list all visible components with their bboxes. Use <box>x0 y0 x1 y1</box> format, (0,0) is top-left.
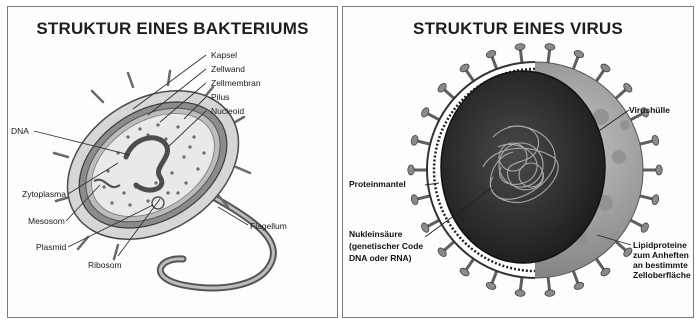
bacterium-panel: STRUKTUR EINES BAKTERIUMS <box>7 6 338 318</box>
label-lipidproteine-line3: an bestimmte <box>633 260 688 270</box>
label-nukleinsaeure: Nukleinsäure <box>349 229 403 239</box>
spike-head <box>420 222 430 234</box>
label-nukleinsaeure-line2: (genetischer Code <box>349 241 423 251</box>
spike-head <box>640 222 650 234</box>
spike-head <box>485 281 497 291</box>
spike-head <box>651 135 660 146</box>
spike-head <box>420 106 430 118</box>
label-lipidproteine-line2: zum Anheften <box>633 250 689 260</box>
label-proteinmantel: Proteinmantel <box>349 179 406 189</box>
label-flagellum: Flagellum <box>250 221 287 231</box>
label-pilus: Pilus <box>211 92 229 102</box>
spike-head <box>515 43 526 51</box>
virus-diagram: Virushülle Proteinmantel Nukleinsäure (g… <box>343 7 694 318</box>
label-virushuelle: Virushülle <box>629 105 670 115</box>
label-plasmid: Plasmid <box>36 242 67 252</box>
label-kapsel: Kapsel <box>211 50 237 60</box>
virus-panel: STRUKTUR EINES VIRUS <box>342 6 694 318</box>
spike-head <box>408 165 414 175</box>
spike-head <box>545 43 556 51</box>
spike-head <box>485 49 497 59</box>
label-zellwand: Zellwand <box>211 64 245 74</box>
spike-head <box>515 289 526 297</box>
label-mesosom: Mesosom <box>28 216 65 226</box>
label-lipidproteine: Lipidproteine <box>633 240 687 250</box>
label-zellmembran: Zellmembran <box>211 78 261 88</box>
label-dna: DNA <box>11 126 29 136</box>
spike-head <box>410 194 419 205</box>
spike-head <box>410 135 419 146</box>
spike-head <box>651 194 660 205</box>
spike-head <box>545 289 556 297</box>
label-nukleinsaeure-line3: DNA oder RNA) <box>349 253 412 263</box>
spike-head <box>656 165 662 175</box>
label-nucleoid: Nucleoid <box>211 106 244 116</box>
label-lipidproteine-line4: Zelloberfläche <box>633 270 691 280</box>
label-ribosom: Ribosom <box>88 260 122 270</box>
bacterium-diagram: Kapsel Zellwand Zellmembran Pilus Nucleo… <box>8 7 338 318</box>
label-zytoplasma: Zytoplasma <box>22 189 66 199</box>
spike-head <box>573 49 585 59</box>
spike-head <box>573 281 585 291</box>
